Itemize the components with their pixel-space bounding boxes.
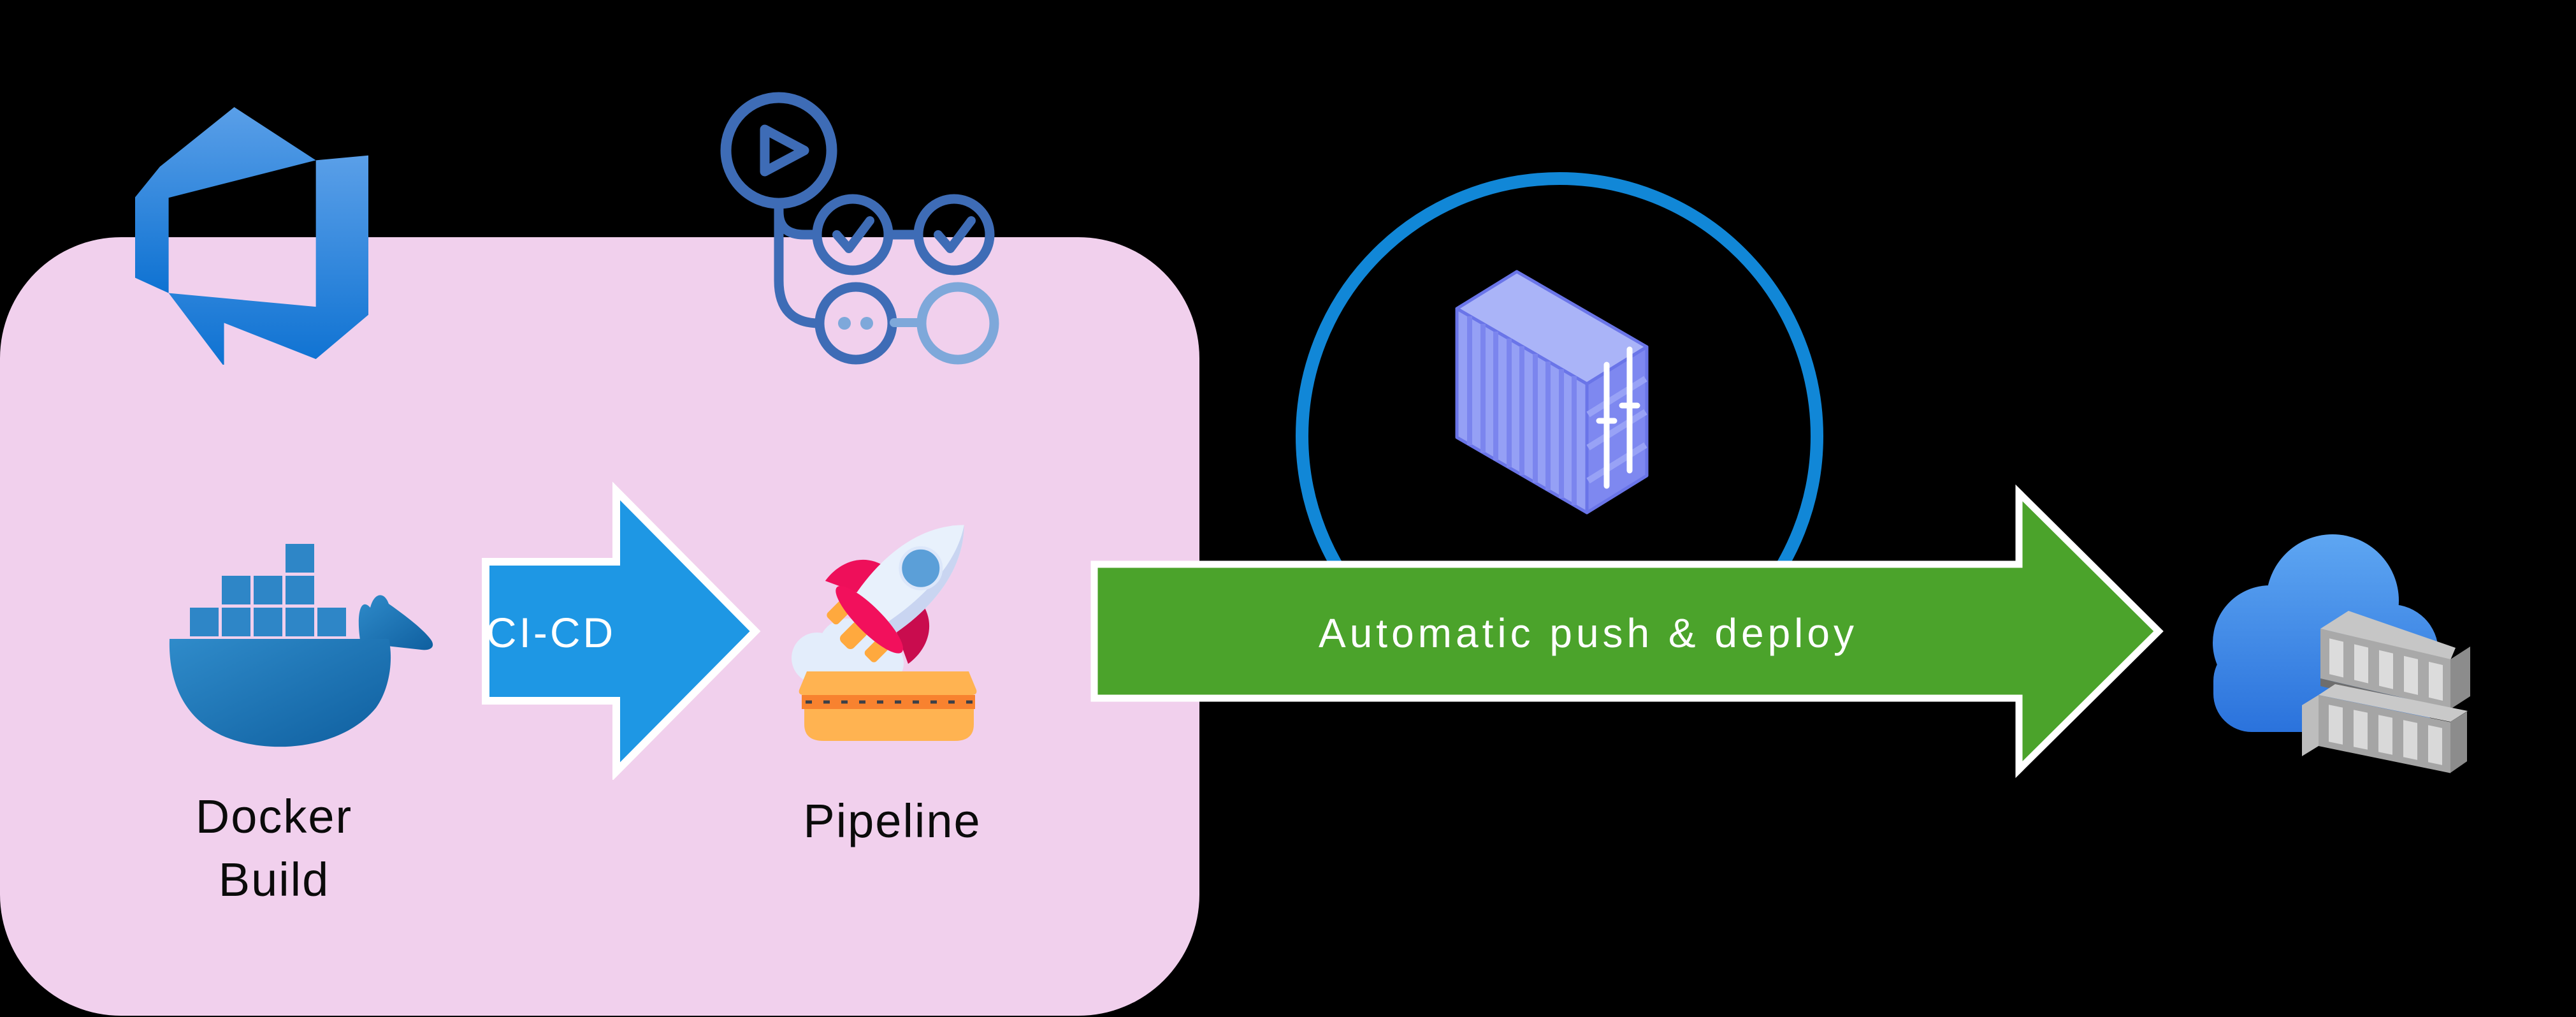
check-circle-1 [812, 194, 894, 275]
deploy-arrow-label: Automatic push & deploy [1319, 610, 1858, 656]
docker-whale-tail [358, 595, 433, 650]
azure-devops-frame-shape [168, 155, 368, 365]
pipelines-icon [720, 92, 999, 365]
pending-circle [916, 282, 999, 365]
container-door-bands [1586, 376, 1647, 484]
rocket-launch-icon [792, 525, 977, 741]
docker-build-label-line2: Build [218, 853, 330, 906]
check-mark-2 [934, 216, 976, 253]
commit-dot-1 [838, 317, 851, 330]
docker-whale-body [169, 639, 391, 747]
cicd-arrow [482, 481, 761, 780]
docker-icon [169, 544, 433, 747]
azure-devops-icon [135, 107, 368, 365]
container-icon [1455, 270, 1649, 515]
container-ribs [1467, 316, 1577, 505]
commit-circle [814, 282, 897, 365]
docker-containers-grid [190, 544, 346, 636]
check-circle-2 [913, 194, 995, 275]
gray-container-lower [2302, 684, 2468, 773]
deploy-arrow [1090, 484, 2164, 779]
cloud-containers-icon [2213, 534, 2470, 773]
deploy-arrow-shape [1090, 484, 2164, 779]
docker-build-label-line1: Docker [195, 790, 353, 843]
rocket-fin-left [825, 559, 887, 595]
cicd-arrow-label: CI-CD [486, 609, 616, 656]
play-circle [720, 92, 837, 209]
cicd-arrow-shape [482, 481, 761, 780]
rocket-cross-fin [836, 586, 903, 654]
commit-dot-2 [860, 317, 873, 330]
rocket [825, 525, 964, 664]
container-door-latches [1596, 346, 1640, 489]
azure-devops-arrow-shape [135, 107, 316, 293]
play-triangle [760, 124, 809, 177]
rocket-fin-right [894, 602, 930, 664]
docker-build-label: Docker Build [147, 785, 402, 911]
connector-branch [774, 211, 817, 240]
rocket-window [899, 546, 943, 590]
launchpad [799, 671, 977, 741]
connector-down [774, 203, 820, 328]
pipeline-label: Pipeline [803, 794, 981, 847]
check-mark-1 [832, 216, 874, 253]
